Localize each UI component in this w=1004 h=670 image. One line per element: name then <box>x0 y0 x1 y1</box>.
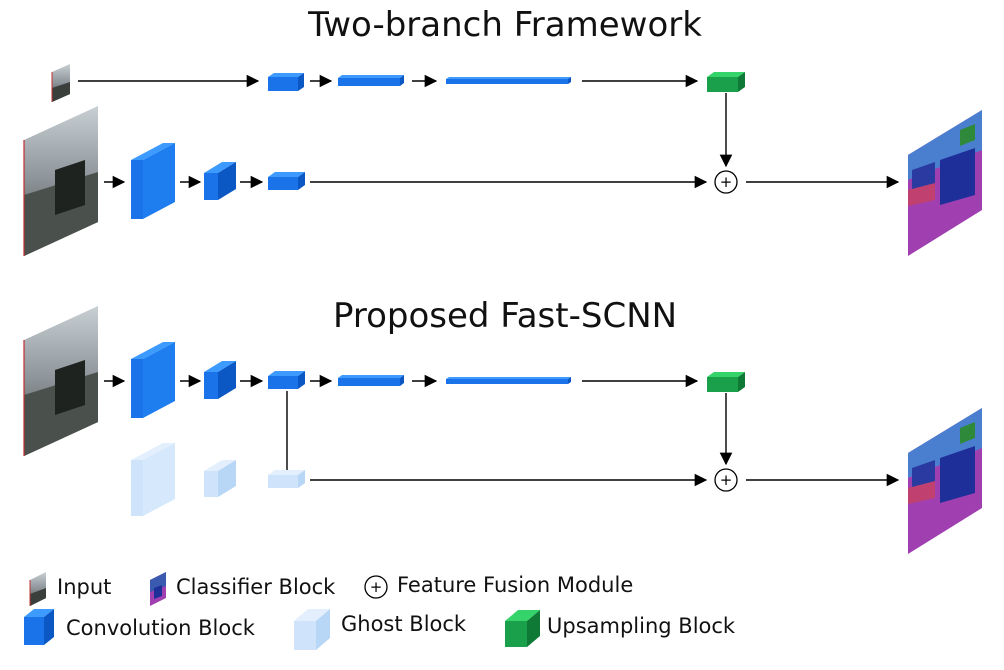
top-conv-block-c <box>446 77 571 84</box>
bottom-large-input <box>23 306 98 456</box>
legend-ghost-label: Ghost Block <box>341 612 467 636</box>
legend-input-label: Input <box>57 575 111 599</box>
bottom-fusion-module: + <box>714 468 738 492</box>
bottom-conv-block-3 <box>268 371 305 389</box>
bottom-conv-block-1 <box>131 342 175 418</box>
svg-text:+: + <box>720 173 733 191</box>
bottom-conv-block-5 <box>446 377 571 384</box>
top-large-input <box>23 106 98 256</box>
fusion-circle-icon: + <box>364 575 388 599</box>
bottom-upsampling-block <box>707 372 745 392</box>
top-conv-block-3 <box>268 172 305 190</box>
classifier-output-icon <box>150 572 166 606</box>
top-title: Two-branch Framework <box>307 5 702 45</box>
top-conv-block-a <box>268 73 304 91</box>
top-conv-block-b <box>338 75 404 86</box>
bottom-ghost-block-2 <box>204 460 236 497</box>
legend-convolution-label: Convolution Block <box>66 616 256 640</box>
legend-classifier-label: Classifier Block <box>176 575 336 599</box>
convolution-block-icon <box>24 609 54 645</box>
top-conv-block-2 <box>204 162 236 200</box>
bottom-title: Proposed Fast-SCNN <box>333 296 677 336</box>
legend: Input Classifier Block + Feature Fusion … <box>24 572 736 650</box>
svg-text:+: + <box>370 578 383 596</box>
bottom-ghost-block-1 <box>131 443 175 516</box>
bottom-classifier-output <box>908 408 982 554</box>
bottom-ghost-block-3 <box>268 470 305 488</box>
bottom-conv-block-2 <box>204 361 236 399</box>
top-fusion-module: + <box>714 170 738 194</box>
ghost-block-icon <box>294 609 330 650</box>
top-conv-block-1 <box>131 143 175 219</box>
top-small-input <box>51 64 70 102</box>
input-image-icon <box>29 572 46 606</box>
upsampling-block-icon <box>505 610 540 647</box>
legend-upsampling-label: Upsampling Block <box>547 614 736 638</box>
svg-text:+: + <box>720 471 733 489</box>
bottom-conv-block-4 <box>338 375 404 386</box>
top-upsampling-block <box>707 72 745 92</box>
top-classifier-output <box>908 110 982 256</box>
legend-fusion-label: Feature Fusion Module <box>397 573 633 597</box>
